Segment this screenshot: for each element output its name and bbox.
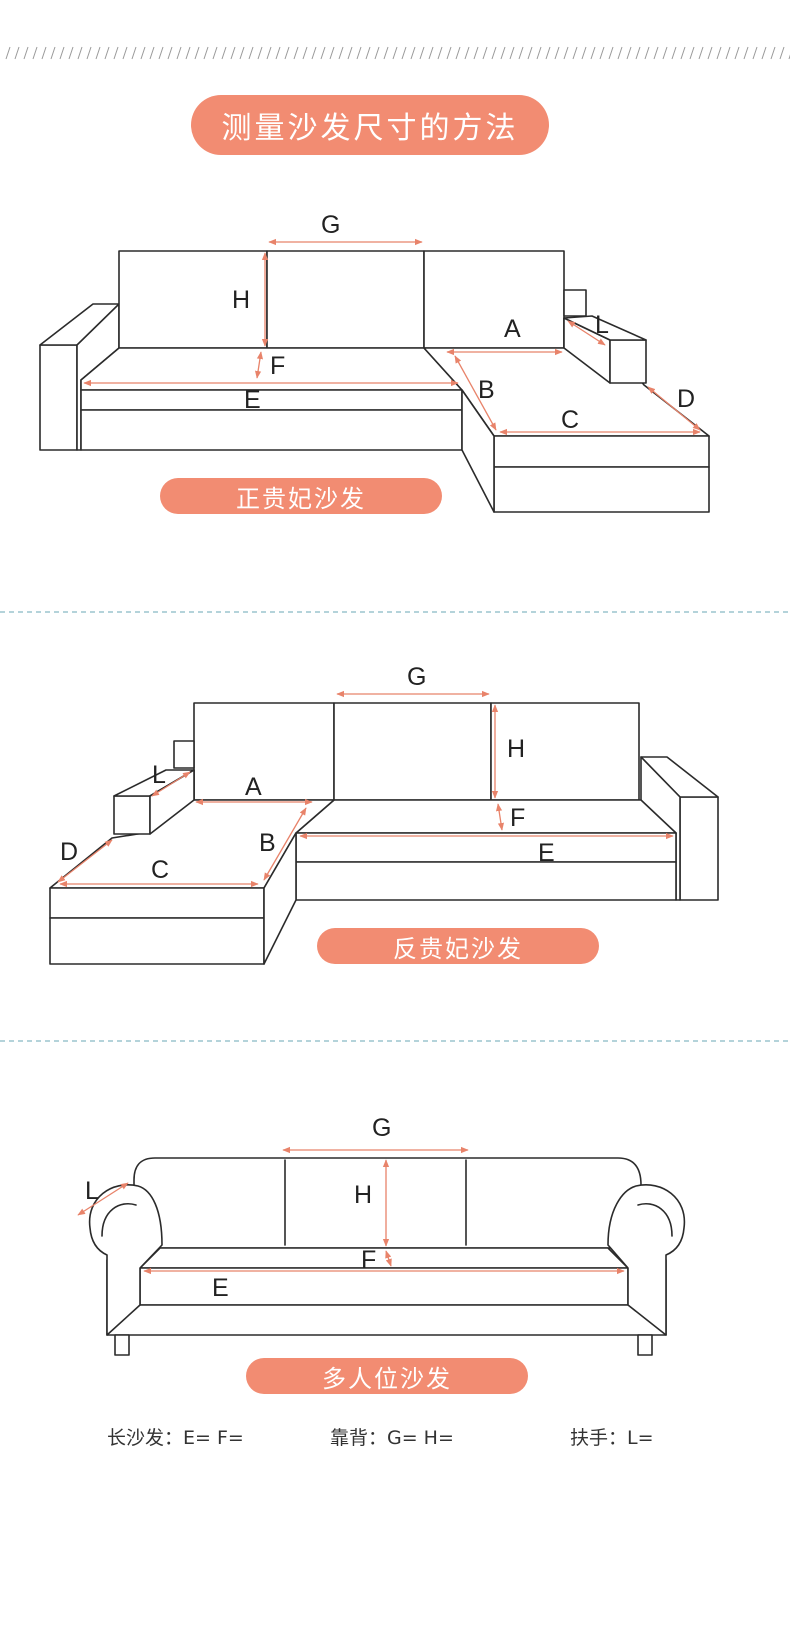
top-hatch-border xyxy=(5,46,790,60)
dim-label-f: F xyxy=(270,352,285,380)
back-measure-text: 靠背：G= H= xyxy=(330,1427,454,1449)
dim-label-g: G xyxy=(407,663,426,691)
dim-label-a: A xyxy=(504,315,521,343)
dim-label-g: G xyxy=(321,211,340,239)
seat-measure-text: 长沙发：E= F= xyxy=(107,1427,244,1449)
page-title: 测量沙发尺寸的方法 xyxy=(191,95,549,155)
sofa-type-label: 反贵妃沙发 xyxy=(317,928,599,964)
sofa-diagram-multi-seat: G H F E L xyxy=(77,1114,686,1356)
dim-label-l: L xyxy=(85,1177,99,1205)
dim-label-e: E xyxy=(212,1274,229,1302)
dim-label-h: H xyxy=(354,1181,372,1209)
dim-label-d: D xyxy=(60,838,78,866)
dim-label-c: C xyxy=(151,856,169,884)
dim-label-g: G xyxy=(372,1114,391,1142)
dim-label-h: H xyxy=(507,735,525,763)
sofa-diagram-left-chaise: G H F E A L B C D xyxy=(49,663,719,965)
sofa-type-label: 正贵妃沙发 xyxy=(160,478,442,514)
dim-label-b: B xyxy=(478,376,495,404)
dim-label-a: A xyxy=(245,773,262,801)
dim-label-c: C xyxy=(561,406,579,434)
dim-label-f: F xyxy=(510,804,525,832)
sofa-type-label: 多人位沙发 xyxy=(246,1358,528,1394)
dim-label-f: F xyxy=(361,1246,376,1274)
dim-label-d: D xyxy=(677,385,695,413)
dim-label-e: E xyxy=(538,839,555,867)
dim-label-e: E xyxy=(244,386,261,414)
dim-label-b: B xyxy=(259,829,276,857)
arm-measure-text: 扶手：L= xyxy=(570,1427,654,1449)
dim-label-l: L xyxy=(152,761,166,789)
dim-label-l: L xyxy=(595,311,609,339)
sofa-diagram-right-chaise: G H F E A L B C D xyxy=(39,211,710,513)
dim-label-h: H xyxy=(232,286,250,314)
